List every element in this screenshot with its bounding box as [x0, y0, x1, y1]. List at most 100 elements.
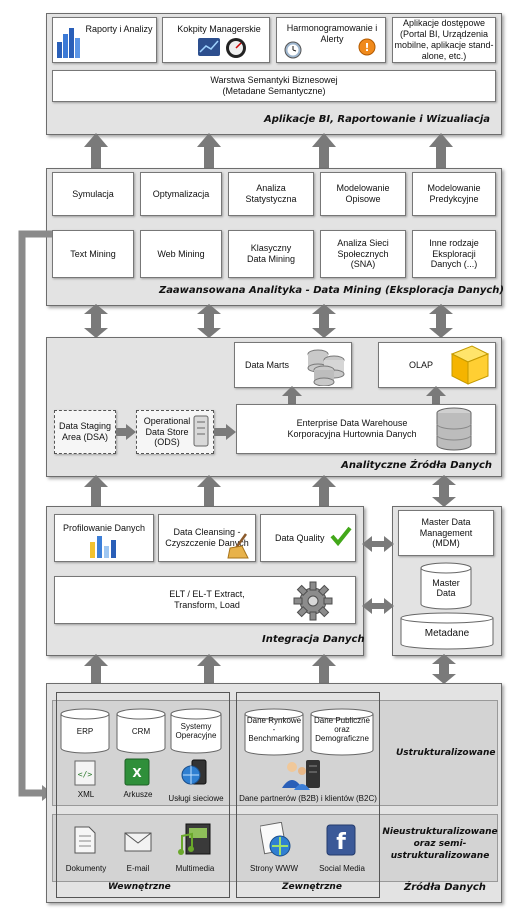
spreadsheet-label: Arkusze: [123, 790, 153, 799]
analytics-layer-title: Zaawansowana Analityka - Data Mining (Ek…: [158, 285, 504, 296]
adv-simulation[interactable]: Symulacja: [52, 172, 134, 216]
data-sources-title: Źródła Danych: [404, 882, 486, 893]
adv-sna[interactable]: Analiza Sieci Społecznych (SNA): [320, 230, 406, 278]
data-quality-label: Data Quality: [275, 532, 325, 543]
document-icon: [74, 826, 96, 854]
market-data-cylinder: [244, 708, 304, 756]
adv-sna-label: Analiza Sieci Społecznych (SNA): [337, 237, 389, 270]
alert-icon: !: [358, 38, 376, 56]
adv-classic-dm[interactable]: Klasyczny Data Mining: [228, 230, 314, 278]
integration-title: Integracja Danych: [262, 634, 365, 645]
mdm-label: Master Data Management (MDM): [419, 516, 473, 549]
adv-statistics[interactable]: Analiza Statystyczna: [228, 172, 314, 216]
xml-label: XML: [77, 790, 95, 799]
unstructured-label: Nieustrukturalizowane oraz semi-ustruktu…: [382, 827, 498, 862]
profiling-label: Profilowanie Danych: [62, 523, 146, 533]
broom-icon: [227, 533, 249, 559]
svg-text:!: !: [364, 41, 369, 54]
svg-text:f: f: [336, 830, 346, 855]
olap-label: OLAP: [409, 359, 434, 370]
arrow-ods-edw: [214, 424, 236, 440]
web-services-icon: [181, 759, 207, 785]
dsa-label: Data Staging Area (DSA): [58, 421, 112, 442]
data-marts-icon: [307, 349, 345, 386]
xml-icon: </>: [74, 760, 96, 786]
app-scheduling-label: Harmonogramowanie i Alerty: [286, 23, 378, 44]
email-label: E-mail: [126, 864, 150, 873]
arrow-dsa-ods: [116, 424, 136, 440]
adv-descriptive-label: Modelowanie Opisowe: [336, 183, 390, 204]
svg-text:X: X: [132, 766, 142, 780]
edw-database-icon: [436, 407, 472, 451]
os-label: Systemy Operacyjne: [175, 722, 217, 740]
gear-icon: [293, 581, 333, 621]
arrows-row4: [84, 654, 456, 684]
olap-cube-icon: [450, 345, 490, 385]
metadata-cylinder: [400, 612, 494, 650]
double-arrows-row2: [84, 304, 453, 338]
double-arrows-row1: [84, 133, 453, 169]
bi-layer-title: Aplikacje BI, Raportowanie i Wizualiacja: [263, 114, 490, 125]
dashboard-icon: [198, 38, 246, 58]
crm-label: CRM: [131, 727, 151, 736]
spreadsheet-icon: X: [124, 758, 150, 786]
app-access-label: Aplikacje dostępowe (Portal BI, Urządzen…: [394, 18, 494, 61]
web-pages-label: Strony WWW: [250, 864, 298, 873]
adv-classic-dm-label: Klasyczny Data Mining: [246, 243, 296, 264]
structured-label: Ustrukturalizowane: [396, 748, 496, 758]
semantic-layer[interactable]: Warstwa Semantyki Biznesowej (Metadane S…: [52, 70, 496, 102]
alarm-clock-icon: [284, 41, 302, 59]
adv-other-label: Inne rodzaje Eksploracji Danych (...): [429, 237, 479, 270]
svg-text:</>: </>: [78, 770, 93, 779]
master-data-label: Master Data: [432, 578, 460, 598]
os-cylinder: [170, 708, 222, 754]
internal-frame: [56, 692, 230, 898]
adv-predictive[interactable]: Modelowanie Predykcyjne: [412, 172, 496, 216]
erp-label: ERP: [76, 727, 94, 736]
adv-text-mining[interactable]: Text Mining: [52, 230, 134, 278]
web-services-label: Usługi sieciowe: [168, 794, 224, 803]
data-marts-label: Data Marts: [245, 359, 290, 370]
profiling-chart-icon: [90, 536, 116, 558]
adv-web-mining[interactable]: Web Mining: [140, 230, 222, 278]
public-data-cylinder: [310, 708, 374, 756]
adv-optimization[interactable]: Optymalizacja: [140, 172, 222, 216]
master-data-cylinder: [420, 562, 472, 610]
internal-label: Wewnętrzne: [108, 882, 171, 892]
partners-icon: [282, 760, 320, 790]
documents-label: Dokumenty: [65, 864, 107, 873]
etl-label: ELT / EL-T Extract, Transform, Load: [169, 589, 245, 610]
dsa[interactable]: Data Staging Area (DSA): [54, 410, 116, 454]
semantic-layer-label: Warstwa Semantyki Biznesowej (Metadane S…: [210, 75, 338, 96]
arrows-to-marts: [282, 386, 446, 408]
ods-server-icon: [193, 415, 209, 447]
external-frame: [236, 692, 380, 898]
app-access[interactable]: Aplikacje dostępowe (Portal BI, Urządzen…: [392, 17, 496, 63]
analytic-sources-title: Analityczne Źródła Danych: [341, 460, 492, 471]
ods-label: Operational Data Store (ODS): [143, 415, 191, 448]
arrows-row3: [84, 475, 456, 507]
partners-label: Dane partnerów (B2B) i klientów (B2C): [239, 794, 377, 803]
external-label: Zewnętrzne: [282, 882, 342, 892]
email-icon: [124, 832, 152, 852]
edw-label: Enterprise Data Warehouse Korporacyjna H…: [287, 418, 417, 439]
app-reports-label: Raporty i Analizy: [85, 24, 153, 34]
bar-chart-icon: [57, 28, 80, 58]
market-data-label: Dane Rynkowe - Benchmarking: [246, 716, 302, 743]
checkmark-icon: [330, 526, 352, 546]
crm-cylinder: [116, 708, 166, 754]
cleansing-label: Data Cleansing - Czyszczenie Danych: [165, 527, 249, 548]
adv-statistics-label: Analiza Statystyczna: [245, 183, 297, 204]
adv-predictive-label: Modelowanie Predykcyjne: [427, 183, 481, 204]
public-data-label: Dane Publiczne oraz Demograficzne: [313, 716, 371, 743]
web-page-icon: [260, 822, 291, 857]
erp-cylinder: [60, 708, 110, 754]
metadata-label: Metadane: [424, 628, 470, 639]
adv-other[interactable]: Inne rodzaje Eksploracji Danych (...): [412, 230, 496, 278]
social-media-label: Social Media: [319, 864, 365, 873]
social-media-icon: f: [326, 824, 356, 856]
multimedia-icon: [178, 823, 211, 855]
adv-descriptive[interactable]: Modelowanie Opisowe: [320, 172, 406, 216]
mdm[interactable]: Master Data Management (MDM): [398, 510, 494, 556]
multimedia-label: Multimedia: [175, 864, 215, 873]
